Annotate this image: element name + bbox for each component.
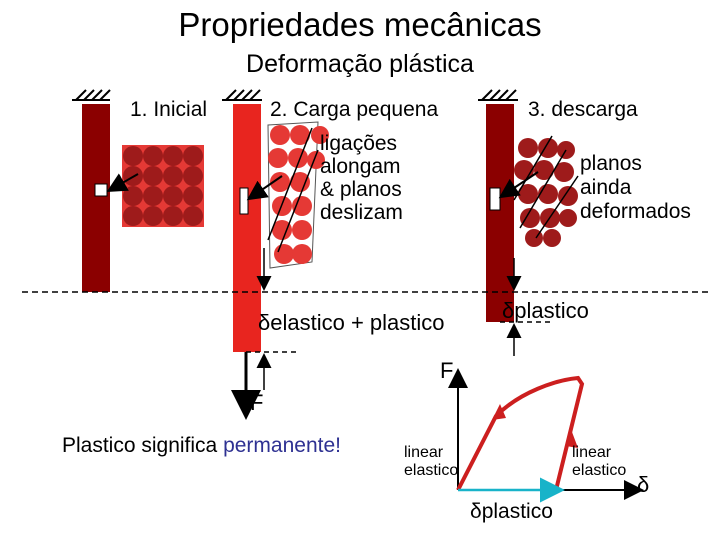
- plastic-statement-emphasis: permanente!: [223, 434, 341, 457]
- graph-right-note-line-2: elastico: [572, 462, 627, 479]
- graph-plastic-strain-label: δplastico: [470, 500, 553, 523]
- graph-left-note-line-2: elastico: [404, 462, 459, 479]
- delta-elastic-plastic-label: δelastico + plastico: [258, 310, 445, 335]
- marker-square-3: [489, 187, 501, 211]
- graph-x-label: δ: [637, 472, 650, 497]
- bonds-line-2: alongam: [320, 155, 401, 178]
- ceiling-hatch-1: [72, 89, 111, 101]
- planes-line-1: planos: [580, 152, 642, 175]
- plastic-statement-prefix: Plastico significa: [62, 434, 224, 457]
- plastic-statement: Plastico significa permanente!: [62, 434, 341, 458]
- ceiling-hatch-2: [222, 89, 262, 101]
- graph-left-note: linear elastico: [404, 444, 458, 480]
- bonds-line-4: deslizam: [320, 201, 403, 224]
- planes-line-3: deformados: [580, 200, 691, 223]
- graph-curve-arrow-up: [492, 404, 506, 420]
- grid-to-bar-arrow-2: [246, 175, 283, 201]
- bonds-annotation: ligações alongam & planos deslizam: [320, 132, 403, 224]
- bonds-line-3: & planos: [320, 178, 402, 201]
- marker-square-1: [94, 183, 108, 197]
- graph-right-note-line-1: linear: [572, 444, 612, 461]
- planes-line-2: ainda: [580, 176, 632, 199]
- graph-curve: [456, 375, 585, 491]
- grid-to-bar-arrow-3: [498, 171, 539, 199]
- stage-label-initial: 1. Inicial: [130, 98, 208, 121]
- atom-grid-initial: [122, 145, 204, 227]
- atom-grid-unloaded: [513, 135, 579, 247]
- bar-loaded: [233, 104, 261, 352]
- force-label: F: [250, 390, 264, 415]
- page-title: Propriedades mecânicas: [178, 6, 542, 43]
- grid-to-bar-arrow-1: [106, 173, 139, 192]
- bar-unloaded: [486, 104, 514, 322]
- atom-grid-loaded: [267, 121, 329, 269]
- bonds-line-1: ligações: [320, 132, 398, 155]
- graph-right-note: linear elastico: [572, 444, 626, 480]
- marker-square-2: [239, 187, 249, 215]
- graph-y-label: F: [440, 358, 454, 383]
- graph-curve-arrow-down: [566, 432, 578, 448]
- stage-label-small-load: 2. Carga pequena: [270, 98, 439, 121]
- stage-label-unload: 3. descarga: [528, 98, 638, 121]
- graph-left-note-line-1: linear: [404, 444, 444, 461]
- planes-annotation: planos ainda deformados: [580, 152, 691, 224]
- bar-initial: [82, 104, 110, 292]
- delta-plastic-label: δplastico: [502, 298, 589, 323]
- ceiling-hatch-3: [478, 89, 518, 101]
- page-subtitle: Deformação plástica: [246, 50, 474, 78]
